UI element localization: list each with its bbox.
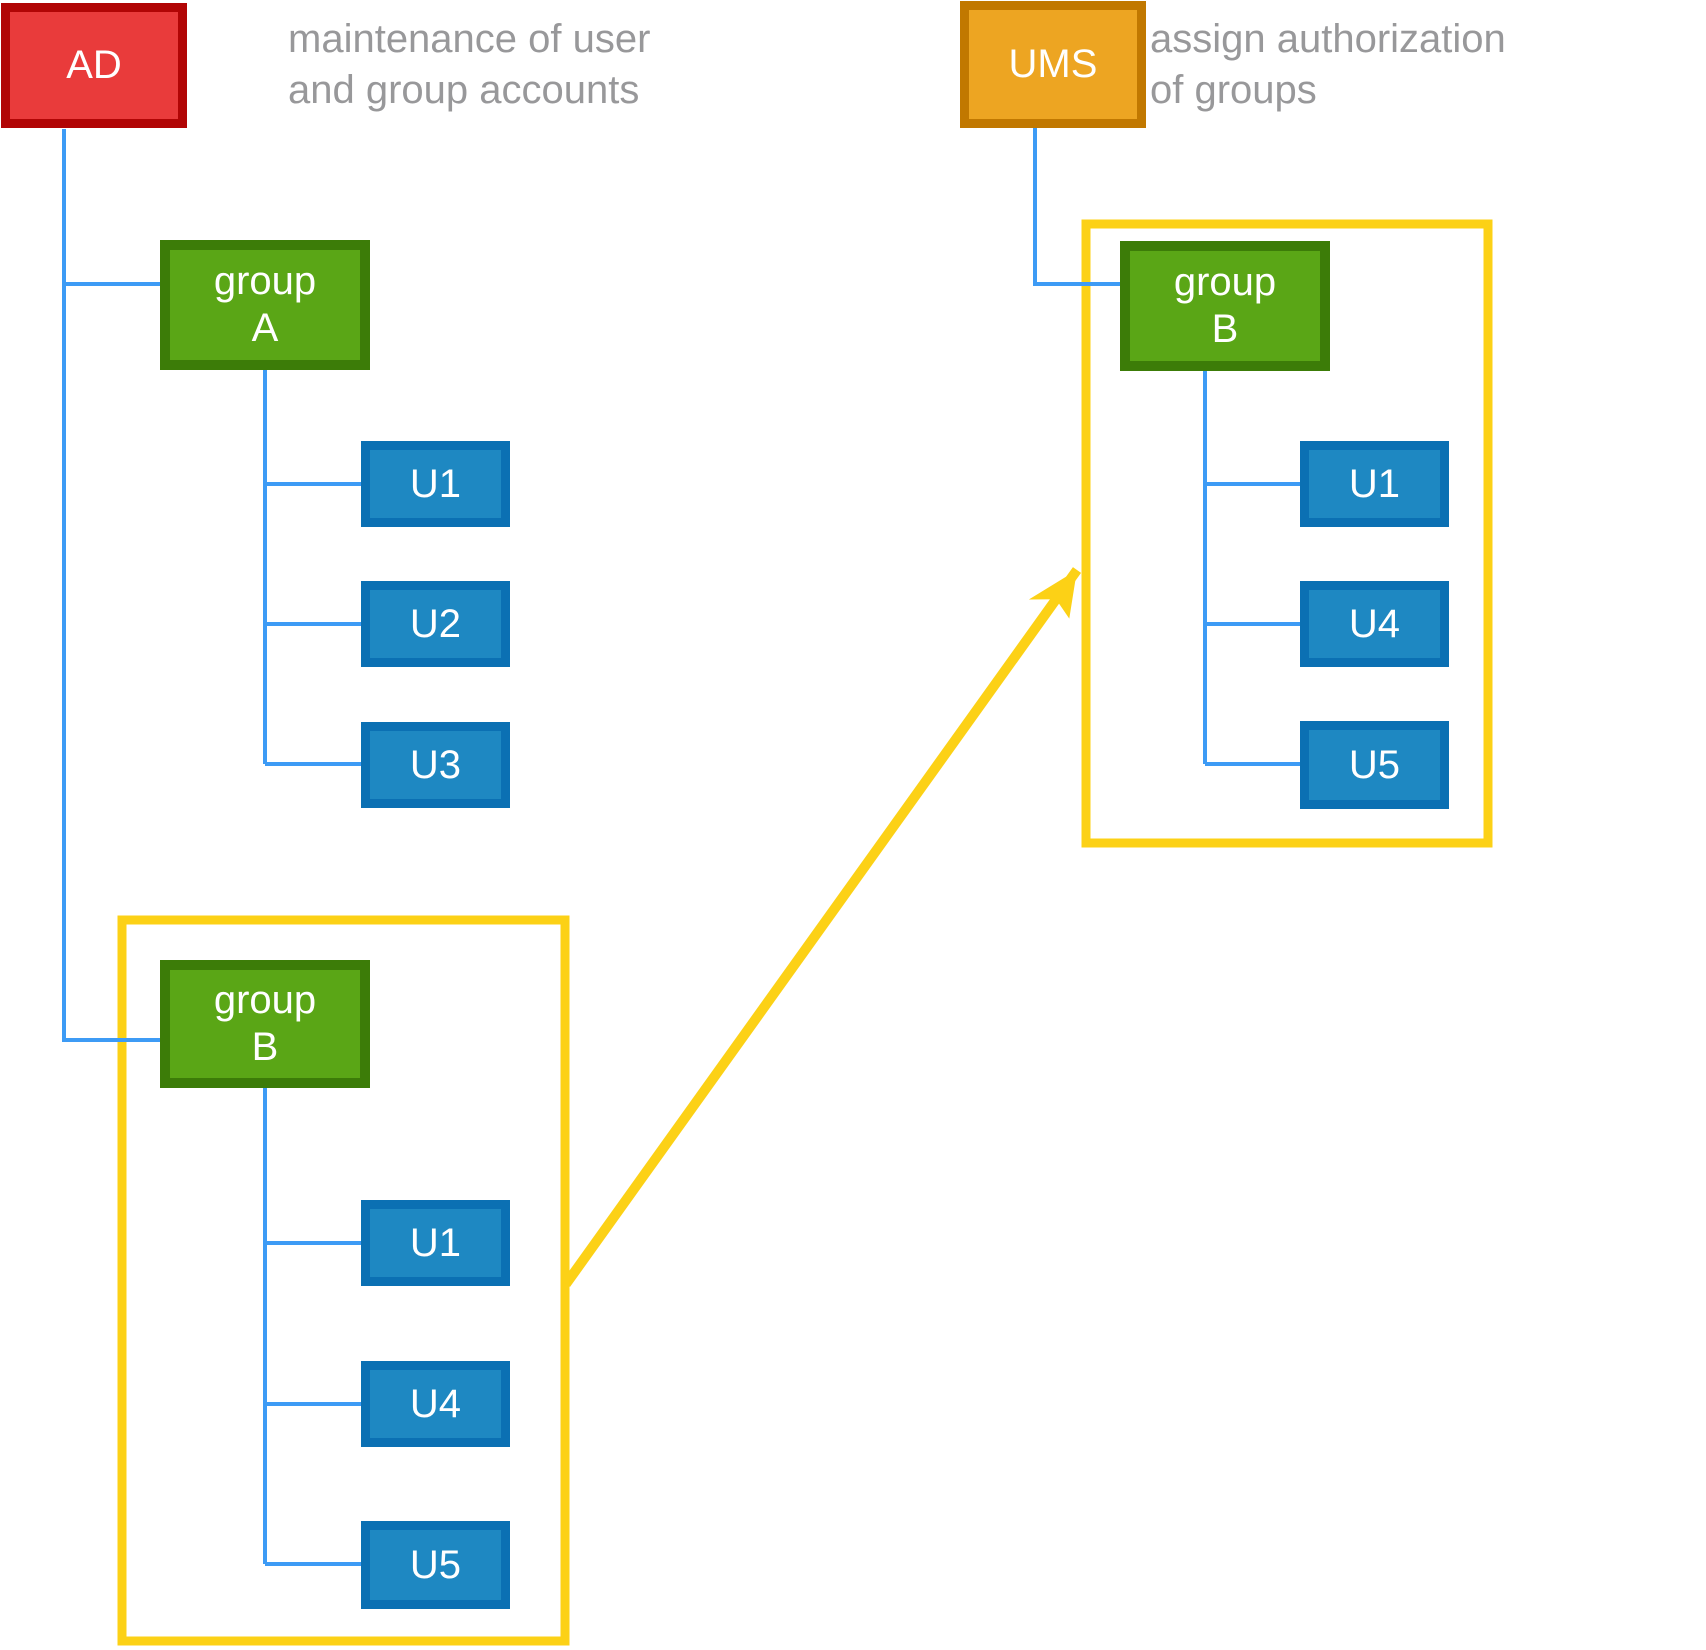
node-user-u5-group-b-ad: U5 <box>361 1521 510 1609</box>
node-group-b-ums-label: group <box>1173 260 1277 304</box>
node-user-u4-group-b-ad: U4 <box>361 1361 510 1447</box>
node-group-b-ums-label: B <box>1211 307 1239 351</box>
node-user-u1-group-b-ad: U1 <box>361 1200 510 1286</box>
ums-caption-line-2: of groups <box>1150 68 1317 112</box>
ums-caption: assign authorization of groups <box>1150 14 1506 116</box>
ad-caption: maintenance of user and group accounts <box>288 14 650 116</box>
node-user-u1-group-a-label: U1 <box>409 461 462 506</box>
node-user-u1-group-b-ums-label: U1 <box>1348 461 1401 506</box>
node-user-u3-group-a-label: U3 <box>409 742 462 787</box>
node-user-u5-group-b-ums: U5 <box>1300 721 1449 809</box>
sync-arrow <box>561 567 1082 1287</box>
connector-ums-to-group-b <box>1033 128 1120 286</box>
node-user-u4-group-b-ad-label: U4 <box>409 1381 462 1426</box>
highlight-group-b-ums <box>1081 219 1493 848</box>
node-user-u2-group-a-label: U2 <box>409 601 462 646</box>
node-user-u2-group-a: U2 <box>361 581 510 667</box>
ad-caption-line-1: maintenance of user <box>288 17 651 61</box>
connector-ad-trunk <box>62 129 160 1042</box>
ums-caption-line-1: assign authorization <box>1150 17 1506 61</box>
ad-caption-line-2: and group accounts <box>288 68 640 112</box>
node-group-a-label: A <box>251 306 279 350</box>
node-ad: AD <box>1 3 187 128</box>
node-user-u4-group-b-ums-label: U4 <box>1348 601 1401 646</box>
node-user-u5-group-b-ums-label: U5 <box>1348 742 1401 787</box>
node-user-u4-group-b-ums: U4 <box>1300 581 1449 667</box>
node-ums: UMS <box>960 1 1146 128</box>
node-user-u3-group-a: U3 <box>361 722 510 808</box>
node-user-u1-group-b-ad-label: U1 <box>409 1220 462 1265</box>
node-user-u1-group-b-ums: U1 <box>1300 441 1449 527</box>
node-user-u5-group-b-ad-label: U5 <box>409 1542 462 1587</box>
node-group-b-ad-label: group <box>213 978 317 1022</box>
node-group-b-ad-label: B <box>251 1025 279 1069</box>
node-group-a-label: group <box>213 259 317 303</box>
node-ums-label: UMS <box>1008 42 1098 86</box>
node-user-u1-group-a: U1 <box>361 441 510 527</box>
node-ad-label: AD <box>66 43 122 87</box>
